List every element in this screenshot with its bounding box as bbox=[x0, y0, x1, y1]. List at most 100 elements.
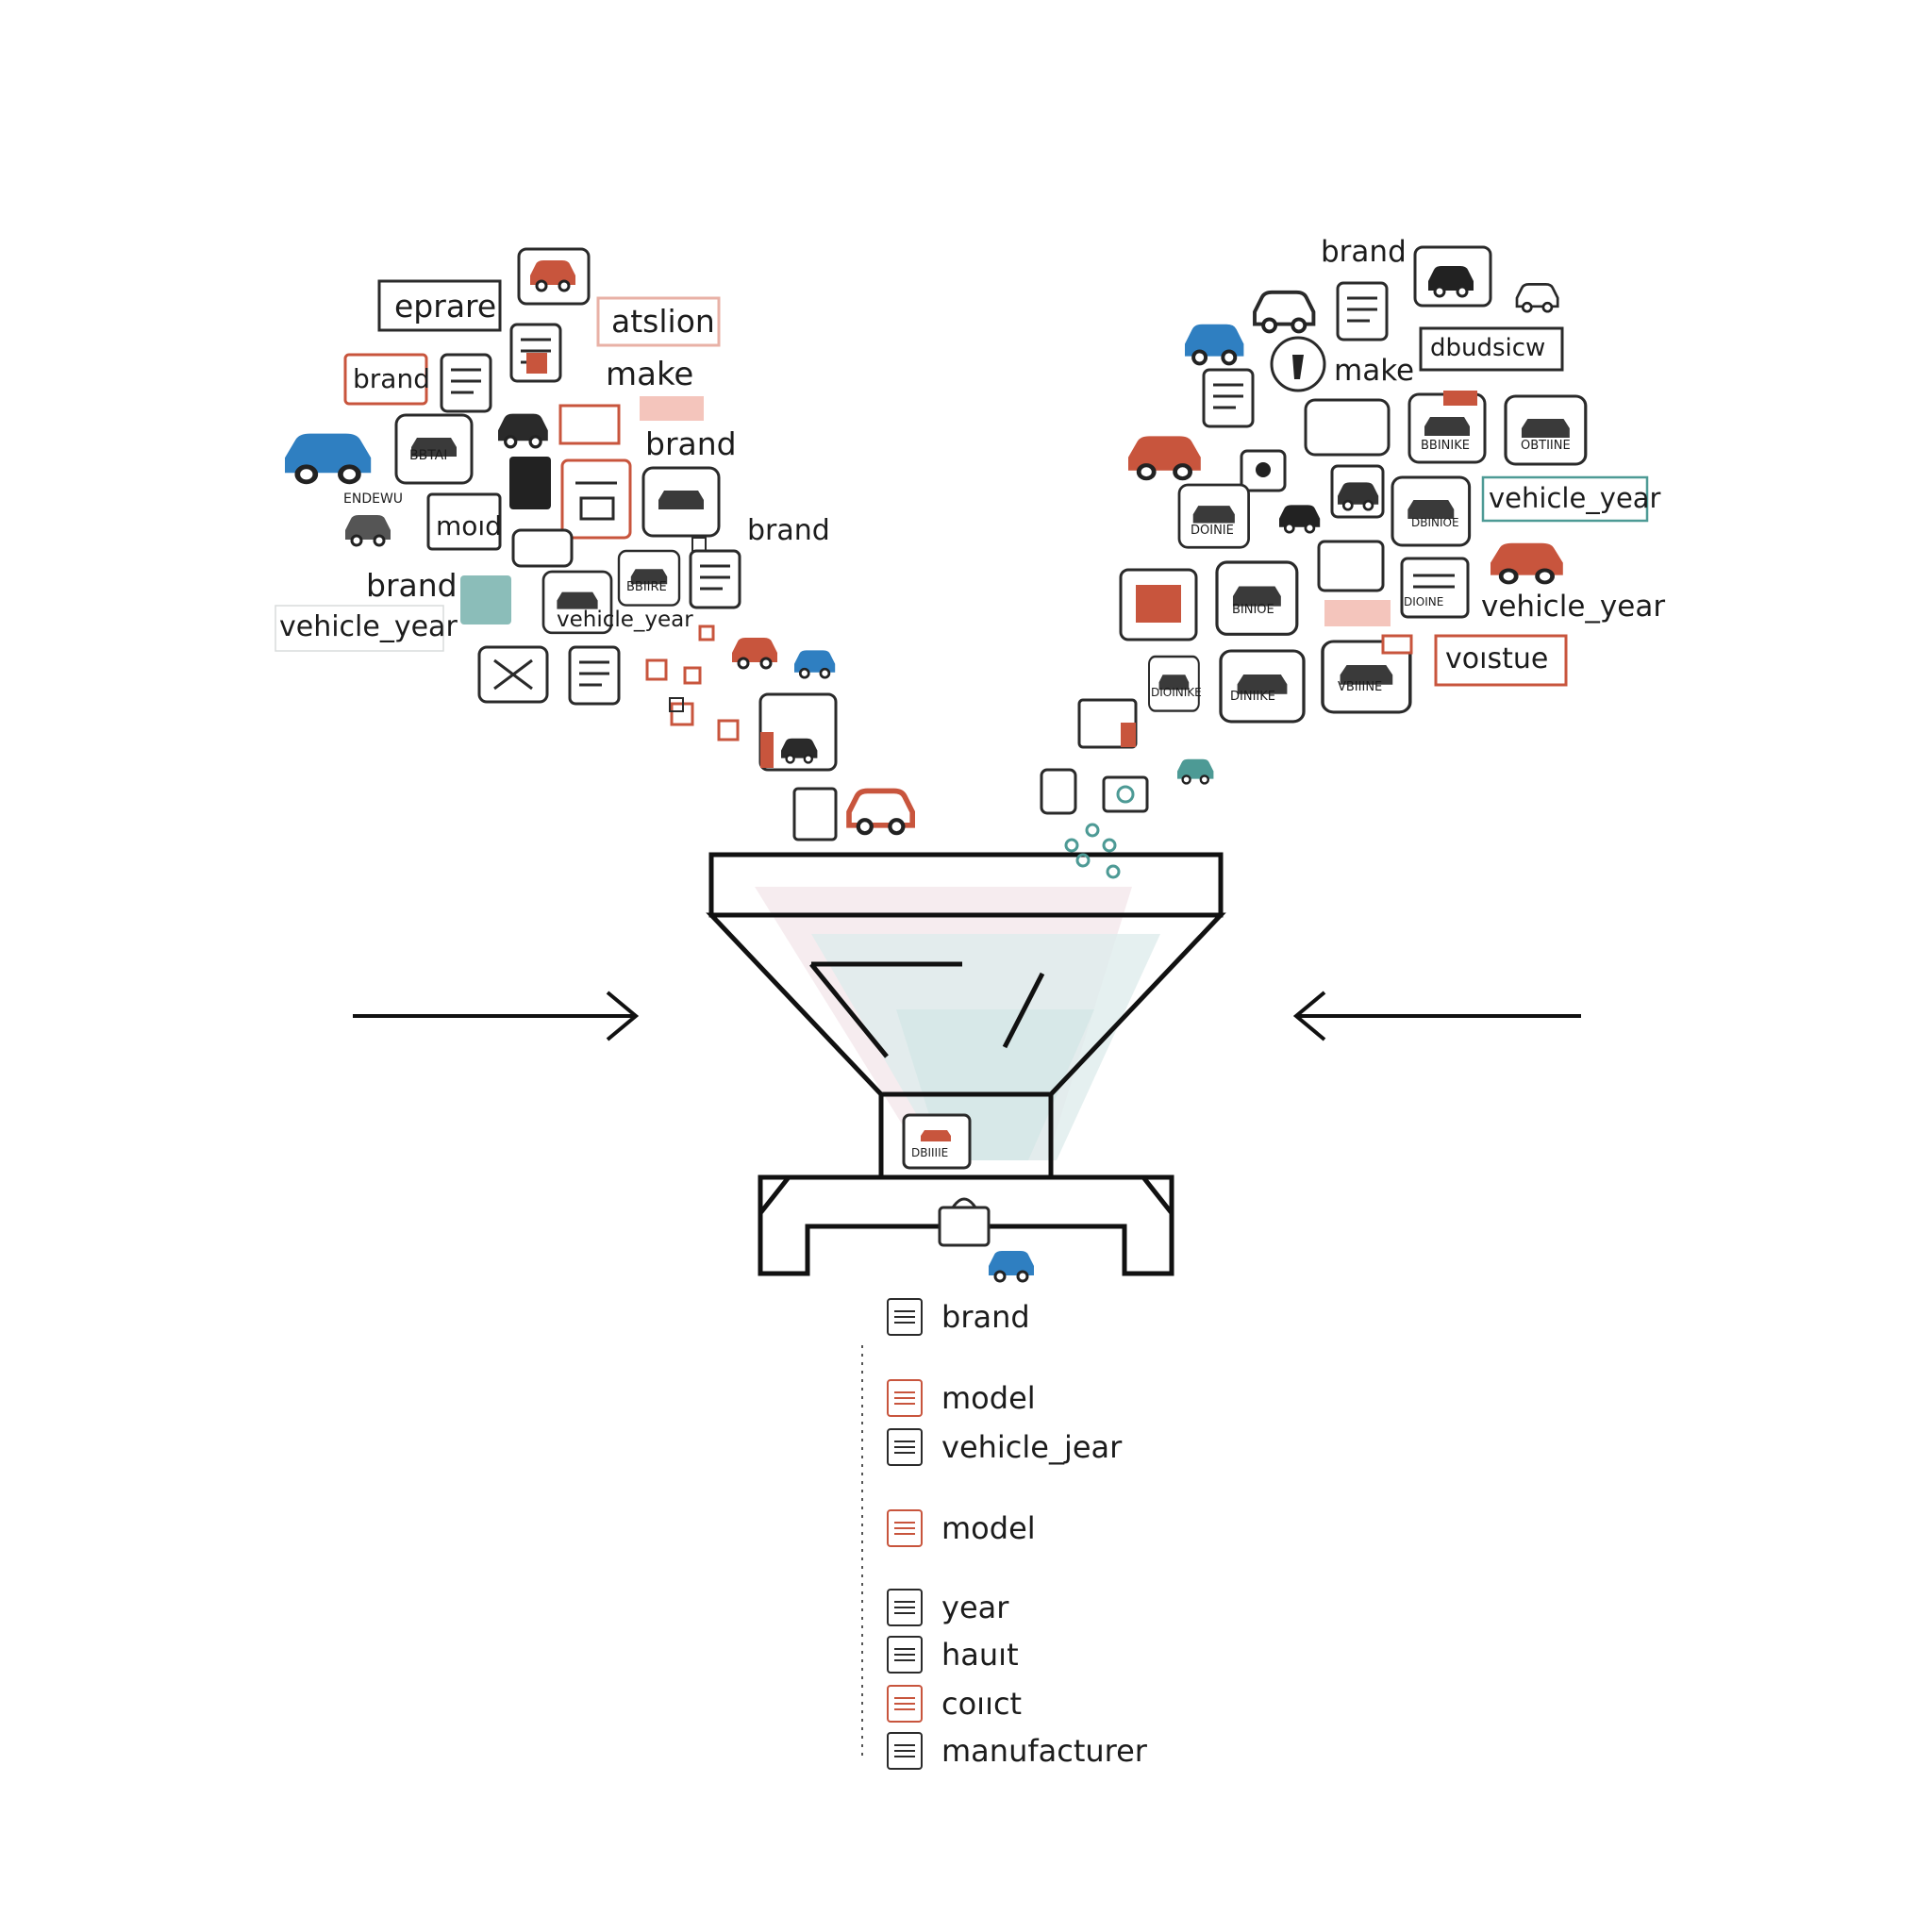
document-icon bbox=[887, 1379, 923, 1417]
document-icon bbox=[568, 645, 621, 706]
car-document-icon bbox=[1330, 464, 1385, 519]
icon-caption: ENDEWU bbox=[343, 491, 404, 507]
cloud-label: eprare bbox=[394, 288, 497, 325]
output-item: coııct bbox=[887, 1685, 1022, 1723]
icon-caption: BBIIRE bbox=[626, 580, 667, 594]
document-icon bbox=[887, 1589, 923, 1626]
output-item: year bbox=[887, 1589, 1008, 1626]
output-item: model bbox=[887, 1509, 1036, 1547]
car-icon bbox=[1515, 283, 1559, 313]
cloud-label: make bbox=[606, 356, 694, 393]
red-document-icon bbox=[558, 404, 621, 445]
cloud-label: brand bbox=[366, 567, 458, 604]
output-item: hauıt bbox=[887, 1636, 1019, 1674]
output-label: brand bbox=[941, 1299, 1030, 1335]
cloud-label: dbudsicw bbox=[1430, 334, 1546, 362]
camera-icon bbox=[1102, 775, 1149, 813]
bus-icon bbox=[1040, 768, 1077, 815]
right-pointing-arrow bbox=[353, 991, 640, 1041]
document-icon bbox=[887, 1636, 923, 1674]
car-document-icon bbox=[1147, 655, 1201, 712]
document-icon bbox=[1336, 281, 1389, 341]
person-icon bbox=[1270, 336, 1326, 392]
icon-caption: DOINIE bbox=[1191, 524, 1234, 538]
car-document-icon bbox=[1391, 475, 1472, 547]
car-document-icon bbox=[1407, 391, 1487, 464]
icon-caption: DINIIKE bbox=[1230, 690, 1275, 704]
icon-caption: DBIIIIE bbox=[911, 1146, 949, 1159]
teal-document-icon bbox=[460, 575, 511, 625]
wrench-icon bbox=[477, 645, 549, 704]
red-car-icon bbox=[1491, 543, 1563, 583]
car-document-icon bbox=[1304, 398, 1391, 457]
cloud-label: brand bbox=[1321, 235, 1407, 269]
lock-icon bbox=[1240, 449, 1287, 492]
cloud-label: brand bbox=[645, 425, 737, 462]
blue-car-icon bbox=[1183, 322, 1246, 366]
cloud-label: brand bbox=[353, 363, 430, 394]
bubble-icon bbox=[1064, 823, 1121, 879]
document-icon bbox=[792, 787, 838, 841]
black-car-icon bbox=[1277, 504, 1322, 534]
car-document-icon bbox=[1177, 483, 1250, 549]
small-square-icon bbox=[669, 537, 707, 712]
icon-caption: DIOINE bbox=[1404, 595, 1444, 608]
document-icon bbox=[509, 323, 562, 383]
black-document-icon bbox=[509, 457, 551, 509]
cloud-label: voıstue bbox=[1445, 642, 1549, 675]
car-document-icon bbox=[617, 549, 681, 607]
teal-car-icon bbox=[1175, 758, 1215, 785]
output-label: model bbox=[941, 1380, 1036, 1416]
chute-document-icon bbox=[902, 1113, 972, 1170]
cloud-label: atslion bbox=[611, 303, 715, 340]
left-pointing-arrow bbox=[1292, 991, 1581, 1041]
document-icon bbox=[689, 549, 741, 609]
icon-caption: DIOINIKE bbox=[1151, 686, 1202, 699]
car-bag-icon bbox=[1413, 245, 1492, 308]
cloud-label: vehicle_year bbox=[1489, 482, 1661, 514]
icon-caption: VBIIINE bbox=[1338, 680, 1383, 694]
document-icon bbox=[1202, 368, 1255, 428]
output-label: model bbox=[941, 1510, 1036, 1546]
cloud-label: make bbox=[1334, 354, 1415, 388]
cloud-label: vehicle_year bbox=[557, 608, 693, 632]
output-item: manufacturer bbox=[887, 1732, 1147, 1770]
red-car-icon bbox=[849, 791, 912, 833]
car-document-icon bbox=[1321, 634, 1413, 714]
red-car-icon bbox=[517, 247, 591, 306]
icon-caption: BBTAI bbox=[409, 448, 448, 463]
output-item: model bbox=[887, 1379, 1036, 1417]
car-document-icon bbox=[1215, 560, 1299, 636]
document-icon bbox=[758, 692, 838, 772]
blue-car-icon bbox=[285, 434, 371, 482]
document-icon bbox=[1317, 540, 1385, 592]
small-square-icon bbox=[645, 625, 740, 741]
output-item: vehicle_jear bbox=[887, 1428, 1122, 1466]
funnel bbox=[706, 852, 1226, 1276]
icon-caption: BINIOE bbox=[1232, 603, 1274, 617]
car-document-icon bbox=[1504, 394, 1588, 466]
document-icon bbox=[1077, 698, 1138, 749]
car-document-icon bbox=[1219, 649, 1306, 724]
output-item: brand bbox=[887, 1298, 1030, 1336]
output-label: hauıt bbox=[941, 1637, 1019, 1673]
blue-car-icon bbox=[792, 649, 837, 679]
photo-icon bbox=[1119, 568, 1198, 641]
document-icon bbox=[887, 1509, 923, 1547]
red-car-icon bbox=[1128, 436, 1201, 478]
car-document-icon bbox=[641, 466, 721, 538]
blue-car-icon bbox=[987, 1249, 1036, 1283]
document-icon bbox=[887, 1298, 923, 1336]
document-icon bbox=[1400, 557, 1470, 619]
car-outline-icon bbox=[511, 528, 574, 568]
grey-car-icon bbox=[343, 513, 392, 547]
output-label: coııct bbox=[941, 1686, 1023, 1722]
red-car-icon bbox=[730, 636, 779, 670]
left-icon-cloud bbox=[285, 247, 912, 841]
cloud-label: brand bbox=[747, 514, 830, 547]
icon-caption: DBINIOE bbox=[1411, 516, 1459, 529]
document-icon bbox=[887, 1685, 923, 1723]
output-label: manufacturer bbox=[941, 1733, 1147, 1769]
document-icon bbox=[887, 1732, 923, 1770]
